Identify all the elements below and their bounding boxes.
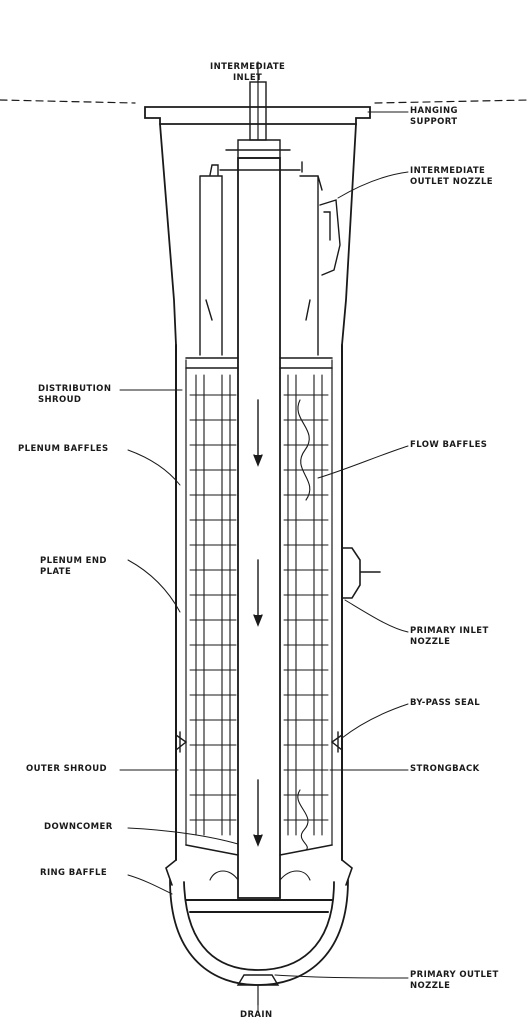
label-line: DOWNCOMER: [44, 822, 113, 832]
label-line: INTERMEDIATE: [210, 62, 286, 72]
by-pass-seal-left: [175, 731, 188, 753]
label-by-pass-seal: BY-PASS SEAL: [410, 698, 480, 709]
label-line: STRONGBACK: [410, 764, 480, 774]
label-line: OUTLET NOZZLE: [410, 177, 493, 187]
ring-baffle: [165, 844, 353, 886]
label-primary-outlet-nozzle: PRIMARY OUTLET NOZZLE: [410, 970, 499, 992]
label-drain: DRAIN: [240, 1010, 272, 1021]
bottom-head: [169, 879, 349, 986]
label-plenum-baffles: PLENUM BAFFLES: [18, 444, 109, 455]
label-line: INLET: [232, 73, 263, 83]
label-hanging-support: HANGING SUPPORT: [410, 106, 458, 128]
baffle-rungs: [189, 394, 329, 821]
lower-plate: [185, 899, 333, 913]
label-line: FLOW BAFFLES: [410, 440, 488, 450]
label-line: PRIMARY OUTLET: [410, 970, 499, 980]
label-strongback: STRONGBACK: [410, 764, 480, 775]
label-distribution-shroud: DISTRIBUTION SHROUD: [38, 384, 111, 406]
outer-shroud: [175, 344, 343, 861]
label-line: DRAIN: [240, 1010, 273, 1020]
shell-inner-wall: [185, 359, 333, 846]
label-intermediate-inlet: INTERMEDIATE INLET: [210, 62, 285, 84]
mounting-line-right: [374, 99, 529, 104]
inner-head-detail: [205, 161, 311, 321]
label-line: NOZZLE: [410, 981, 451, 991]
label-line: PRIMARY INLET: [410, 626, 489, 636]
right-tube-bundle: [287, 374, 323, 836]
label-line: RING BAFFLE: [40, 868, 108, 878]
label-line: PLATE: [40, 567, 72, 577]
flow-swirl-bottom: [297, 789, 309, 851]
label-line: HANGING: [410, 106, 458, 116]
label-line: BY-PASS SEAL: [410, 698, 481, 708]
primary-outlet-nozzle: [236, 974, 280, 986]
leader-lines: [119, 111, 409, 1011]
by-pass-seal-right: [330, 731, 343, 753]
left-tube-bundle: [195, 374, 231, 836]
downcomer-arrow-heads: [253, 454, 263, 847]
label-outer-shroud: OUTER SHROUD: [26, 764, 107, 775]
label-ring-baffle: RING BAFFLE: [40, 868, 107, 879]
upper-shell: [159, 123, 357, 346]
label-line: SUPPORT: [410, 117, 458, 127]
label-line: DISTRIBUTION: [38, 384, 112, 394]
label-intermediate-outlet-nozzle: INTERMEDIATE OUTLET NOZZLE: [410, 166, 493, 188]
label-line: OUTER SHROUD: [26, 764, 108, 774]
label-flow-baffles: FLOW BAFFLES: [410, 440, 487, 451]
central-downcomer: [237, 157, 281, 899]
label-plenum-end-plate: PLENUM END PLATE: [40, 556, 107, 578]
label-line: SHROUD: [38, 395, 82, 405]
label-line: PLENUM BAFFLES: [18, 444, 109, 454]
label-downcomer: DOWNCOMER: [44, 822, 113, 833]
mounting-line-left: [0, 99, 136, 104]
transition-band: [185, 357, 333, 369]
bottom-flow-curls: [209, 870, 311, 881]
label-primary-inlet-nozzle: PRIMARY INLET NOZZLE: [410, 626, 489, 648]
flow-swirl-top: [297, 399, 311, 501]
label-line: INTERMEDIATE: [410, 166, 486, 176]
label-line: PLENUM END: [40, 556, 107, 566]
primary-inlet-nozzle: [341, 547, 381, 599]
intermediate-outlet-nozzle: [319, 199, 341, 276]
label-line: NOZZLE: [410, 637, 451, 647]
